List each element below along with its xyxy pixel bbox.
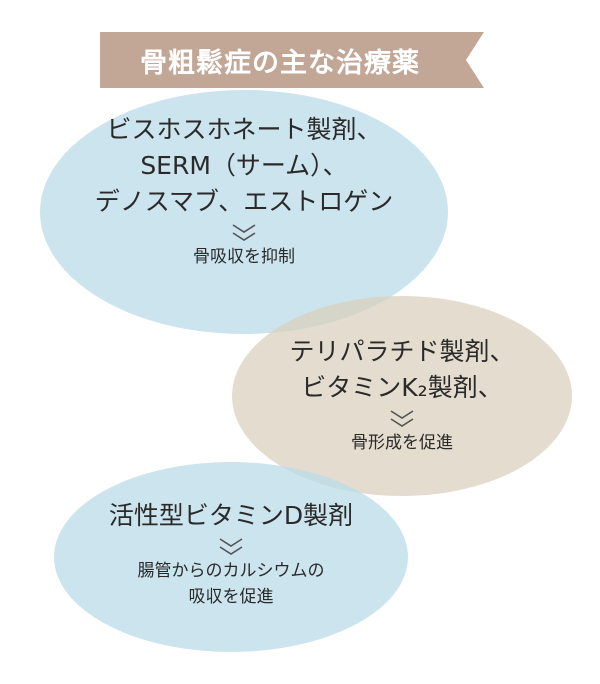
- double-chevron-down-icon: [219, 538, 243, 555]
- effect-line: 腸管からのカルシウムの: [137, 561, 325, 581]
- group-calcium-absorption: 活性型ビタミンD製剤 腸管からのカルシウムの 吸収を促進: [54, 498, 408, 610]
- group-bone-formation: テリパラチド製剤、 ビタミンK₂製剤、 骨形成を促進: [232, 334, 572, 456]
- ellipse-bone-formation: [232, 296, 572, 496]
- effect-line: 骨吸収を抑制: [193, 247, 295, 267]
- drug-line: 活性型ビタミンD製剤: [108, 501, 354, 530]
- ellipse-calcium-absorption: [54, 462, 408, 652]
- effect-line: 骨形成を促進: [351, 433, 453, 453]
- effect-line: 吸収を促進: [188, 587, 274, 607]
- drug-line: テリパラチド製剤、: [289, 337, 515, 366]
- drug-line: ビタミンK₂製剤、: [301, 373, 503, 402]
- drug-line: SERM（サーム）、: [140, 151, 348, 180]
- drug-line: デノスマブ、エストロゲン: [94, 187, 394, 216]
- ellipse-bone-resorption: [40, 90, 448, 334]
- drug-line: ビスホスホネート製剤、: [106, 115, 382, 144]
- double-chevron-down-icon: [390, 410, 414, 427]
- title-banner: 骨粗鬆症の主な治療薬: [100, 32, 484, 88]
- banner-shape: [100, 32, 484, 88]
- double-chevron-down-icon: [232, 224, 256, 241]
- group-bone-resorption: ビスホスホネート製剤、 SERM（サーム）、 デノスマブ、エストロゲン 骨吸収を…: [40, 112, 448, 270]
- page-title: 骨粗鬆症の主な治療薬: [140, 47, 420, 79]
